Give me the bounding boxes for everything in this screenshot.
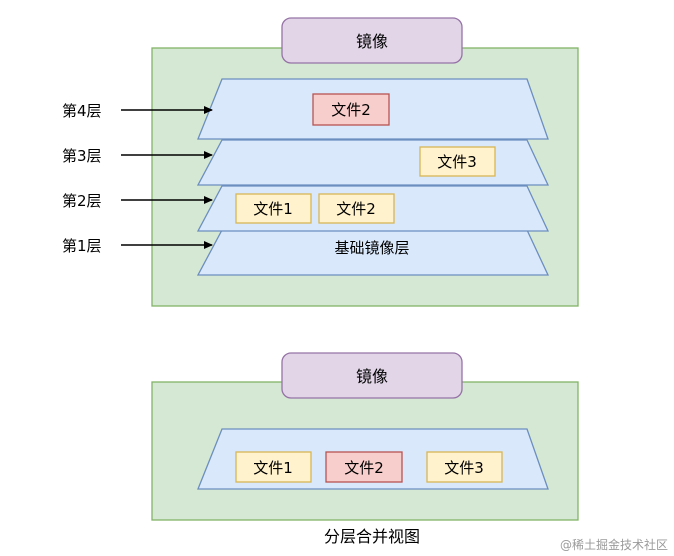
layer4-file-label: 文件2 [331,101,371,119]
layer3-file-label: 文件3 [437,153,477,171]
layer2-file-2-label: 文件2 [336,200,376,218]
bottom-diagram: 镜像 文件1 文件2 文件3 分层合并视图 [151,352,579,546]
top-image-label: 镜像 [356,32,388,51]
layer2-file-1-label: 文件1 [253,200,293,218]
bottom-image-label: 镜像 [356,367,388,386]
watermark: @稀土掘金技术社区 [560,537,668,552]
bottom-image-label-box [281,352,463,399]
layer-3-label: 第3层 [62,147,102,165]
layer3-file-box [419,146,496,177]
layer2-file-2-box [318,193,395,224]
top-image-label-box [281,17,463,64]
merged-file-1-label: 文件1 [253,459,293,477]
merged-file-2-label: 文件2 [344,459,384,477]
layer-2-label: 第2层 [62,192,102,210]
merged-file-1-box [235,451,312,483]
base-layer-label: 基础镜像层 [334,239,409,257]
top-diagram: 镜像 基础镜像层 文件1 文件2 文件3 文件2 第4层 第3层 第2层 第1层 [62,17,579,307]
merged-view-caption: 分层合并视图 [324,527,420,546]
layer4-file-box [312,93,390,126]
merged-file-3-box [426,451,503,483]
merged-file-3-label: 文件3 [444,459,484,477]
layer-4-label: 第4层 [62,102,102,120]
merged-file-2-box [325,451,403,483]
layer-1-label: 第1层 [62,237,102,255]
layer2-file-1-box [235,193,312,224]
